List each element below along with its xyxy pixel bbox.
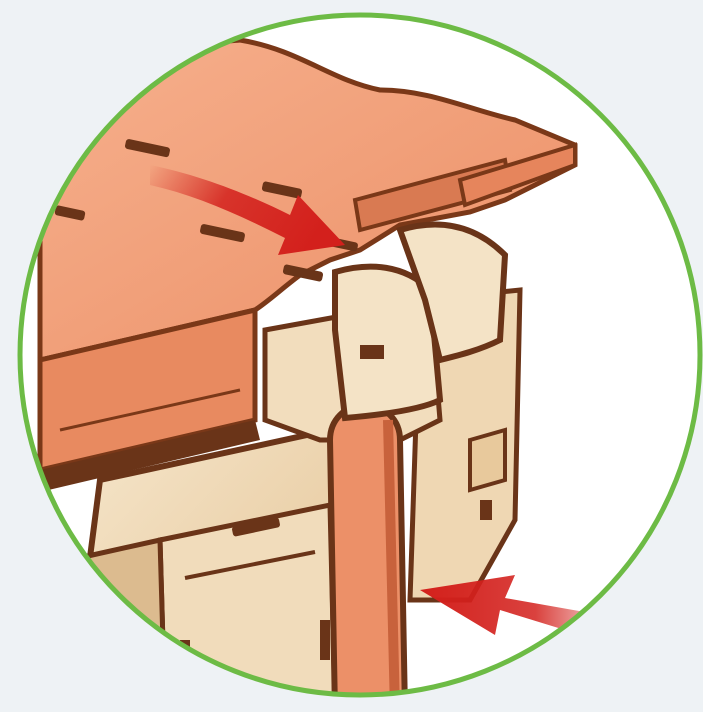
pink-post [330,405,405,712]
